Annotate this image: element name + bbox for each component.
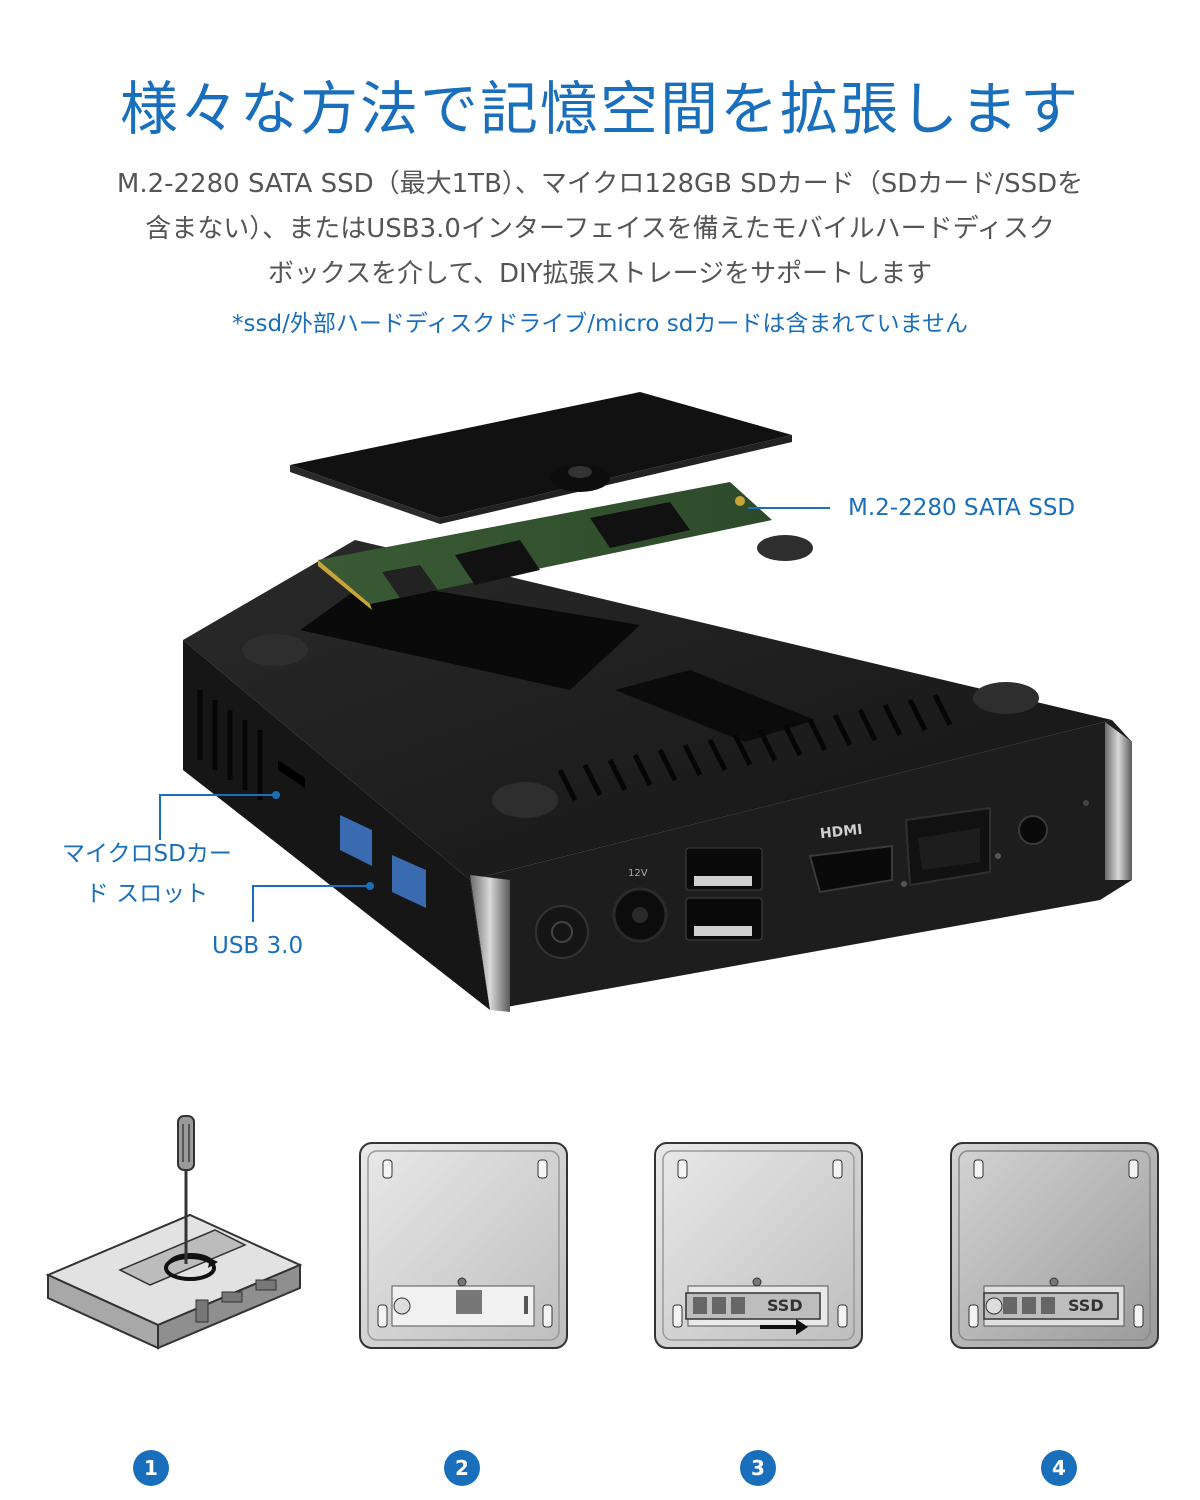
step-3-ssd-label: SSD [767, 1296, 803, 1315]
step-4-ssd-label: SSD [1068, 1296, 1104, 1315]
vent-grille [197, 690, 953, 802]
sd-slot-callout-line-1: マイクロSDカー [62, 841, 232, 867]
step-2-illustration [359, 1142, 568, 1349]
callout-lines [159, 507, 830, 922]
front-ports [535, 800, 1089, 959]
sd-slot-callout-line-2: ド スロット [85, 881, 209, 907]
ssd-callout: M.2-2280 SATA SSD [848, 495, 1076, 521]
step-2-badge: 2 [444, 1450, 480, 1486]
step-3-badge: 3 [740, 1450, 776, 1486]
description-line-3: ボックスを介して、DIY拡張ストレージをサポートします [267, 259, 933, 289]
disclaimer-note: *ssd/外部ハードディスクドライブ/micro sdカードは含まれていません [232, 311, 968, 337]
usb-callout: USB 3.0 [212, 933, 304, 959]
step-3-illustration [654, 1142, 863, 1349]
dc-label: 12V [628, 868, 648, 879]
step-4-badge: 4 [1041, 1450, 1077, 1486]
bottom-cover-plate [290, 392, 792, 524]
sd-slot-callout: マイクロSDカー ド スロット [62, 834, 232, 914]
page-title: 様々な方法で記憶空間を拡張します [119, 75, 1080, 143]
side-ports [278, 760, 426, 908]
step-4-illustration [950, 1142, 1159, 1349]
description-line-1: M.2-2280 SATA SSD（最大1TB）、マイクロ128GB SDカード… [116, 169, 1084, 199]
step-1-illustration [45, 1115, 303, 1350]
step-1-badge: 1 [133, 1450, 169, 1486]
description: M.2-2280 SATA SSD（最大1TB）、マイクロ128GB SDカード… [60, 162, 1140, 297]
mini-pc-illustration [159, 392, 1132, 1012]
m2-ssd-module [318, 420, 772, 610]
device-body [183, 535, 1132, 1012]
description-line-2: 含まない）、またはUSB3.0インターフェイスを備えたモバイルハードディスク [145, 214, 1055, 244]
